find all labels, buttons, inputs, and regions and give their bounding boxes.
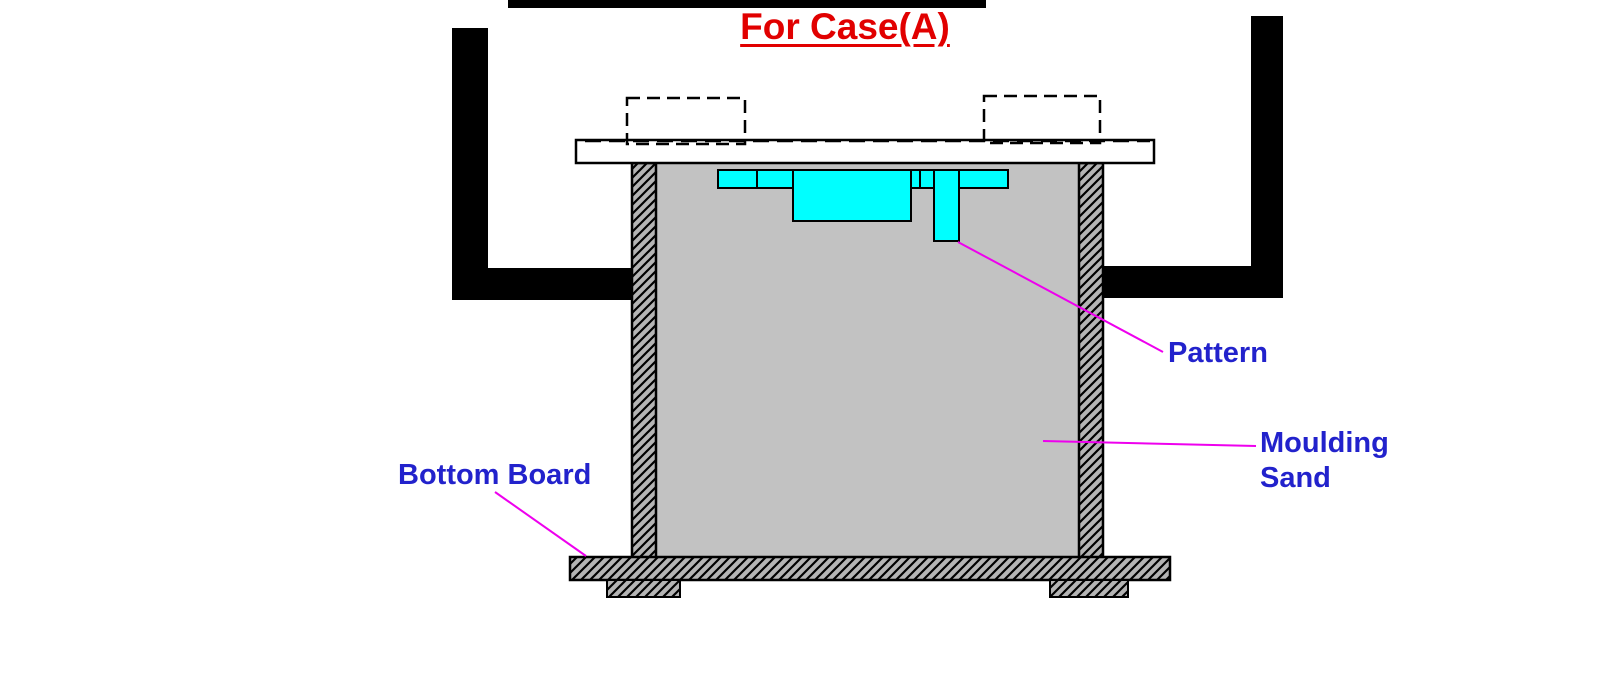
moulding-sand-fill bbox=[644, 163, 1091, 559]
flask-right-wall bbox=[1077, 161, 1105, 561]
right-support-bracket bbox=[1104, 16, 1283, 298]
flask-left-wall bbox=[630, 161, 658, 561]
leader-line-moulding-sand bbox=[1042, 440, 1257, 447]
pattern-stem bbox=[933, 169, 960, 242]
moulding-sand-label: Moulding Sand bbox=[1260, 426, 1389, 496]
dashed-box-right bbox=[982, 94, 1102, 145]
leader-line-bottom-board bbox=[494, 491, 587, 557]
top-edge-bar bbox=[508, 0, 986, 8]
bottom-board-foot-right bbox=[1049, 579, 1129, 598]
leader-line-pattern bbox=[957, 241, 1164, 353]
diagram-title: For Case(A) bbox=[740, 6, 950, 47]
moulding-sand-label-line2: Sand bbox=[1260, 462, 1331, 494]
moulding-sand-label-line1: Moulding bbox=[1260, 427, 1389, 459]
bottom-board-label: Bottom Board bbox=[398, 459, 592, 491]
dashed-box-left bbox=[625, 96, 747, 146]
pattern-label: Pattern bbox=[1168, 337, 1268, 369]
bottom-board-foot-left bbox=[606, 579, 681, 598]
pattern-main-block bbox=[792, 169, 912, 222]
left-support-bracket bbox=[452, 28, 637, 300]
bottom-board-shape bbox=[568, 555, 1172, 582]
